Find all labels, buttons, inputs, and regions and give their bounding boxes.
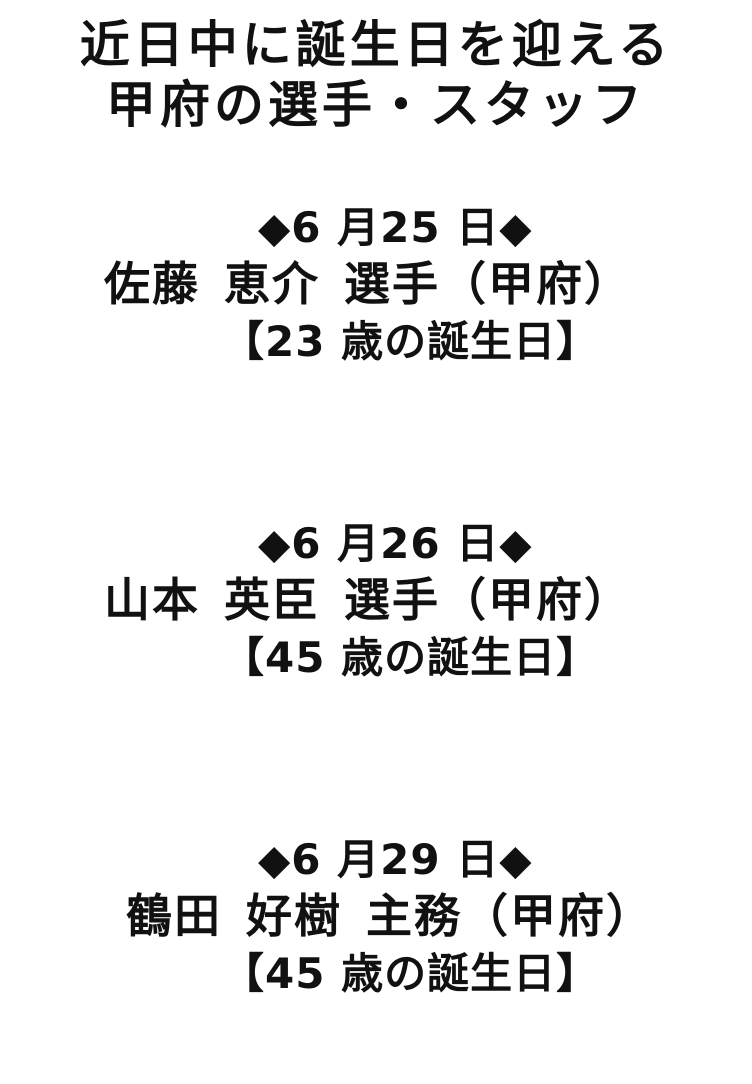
entry-role: 選手（甲府） [344,257,632,311]
entry-given-name: 恵介 [224,257,320,311]
entry-person: 鶴田好樹主務（甲府） [126,888,654,944]
entry-family-name: 佐藤 [104,257,200,311]
title-line-2: 甲府の選手・スタッフ [106,76,646,134]
entry-date: ◆6 月25 日◆ [258,203,533,252]
entry-date: ◆6 月26 日◆ [258,519,533,568]
entry-person: 佐藤恵介選手（甲府） [104,256,632,312]
entry-given-name: 好樹 [246,889,342,943]
entry-family-name: 山本 [104,573,200,627]
entry-role: 主務（甲府） [366,889,654,943]
entry-person: 山本英臣選手（甲府） [104,572,632,628]
entry-role: 選手（甲府） [344,573,632,627]
title-line-1: 近日中に誕生日を迎える [79,16,673,74]
entry-age: 【23 歳の誕生日】 [222,317,600,366]
entry-given-name: 英臣 [224,573,320,627]
entry-family-name: 鶴田 [126,889,222,943]
entry-age: 【45 歳の誕生日】 [222,633,600,682]
entry-age: 【45 歳の誕生日】 [222,949,600,998]
entry-date: ◆6 月29 日◆ [258,835,533,884]
